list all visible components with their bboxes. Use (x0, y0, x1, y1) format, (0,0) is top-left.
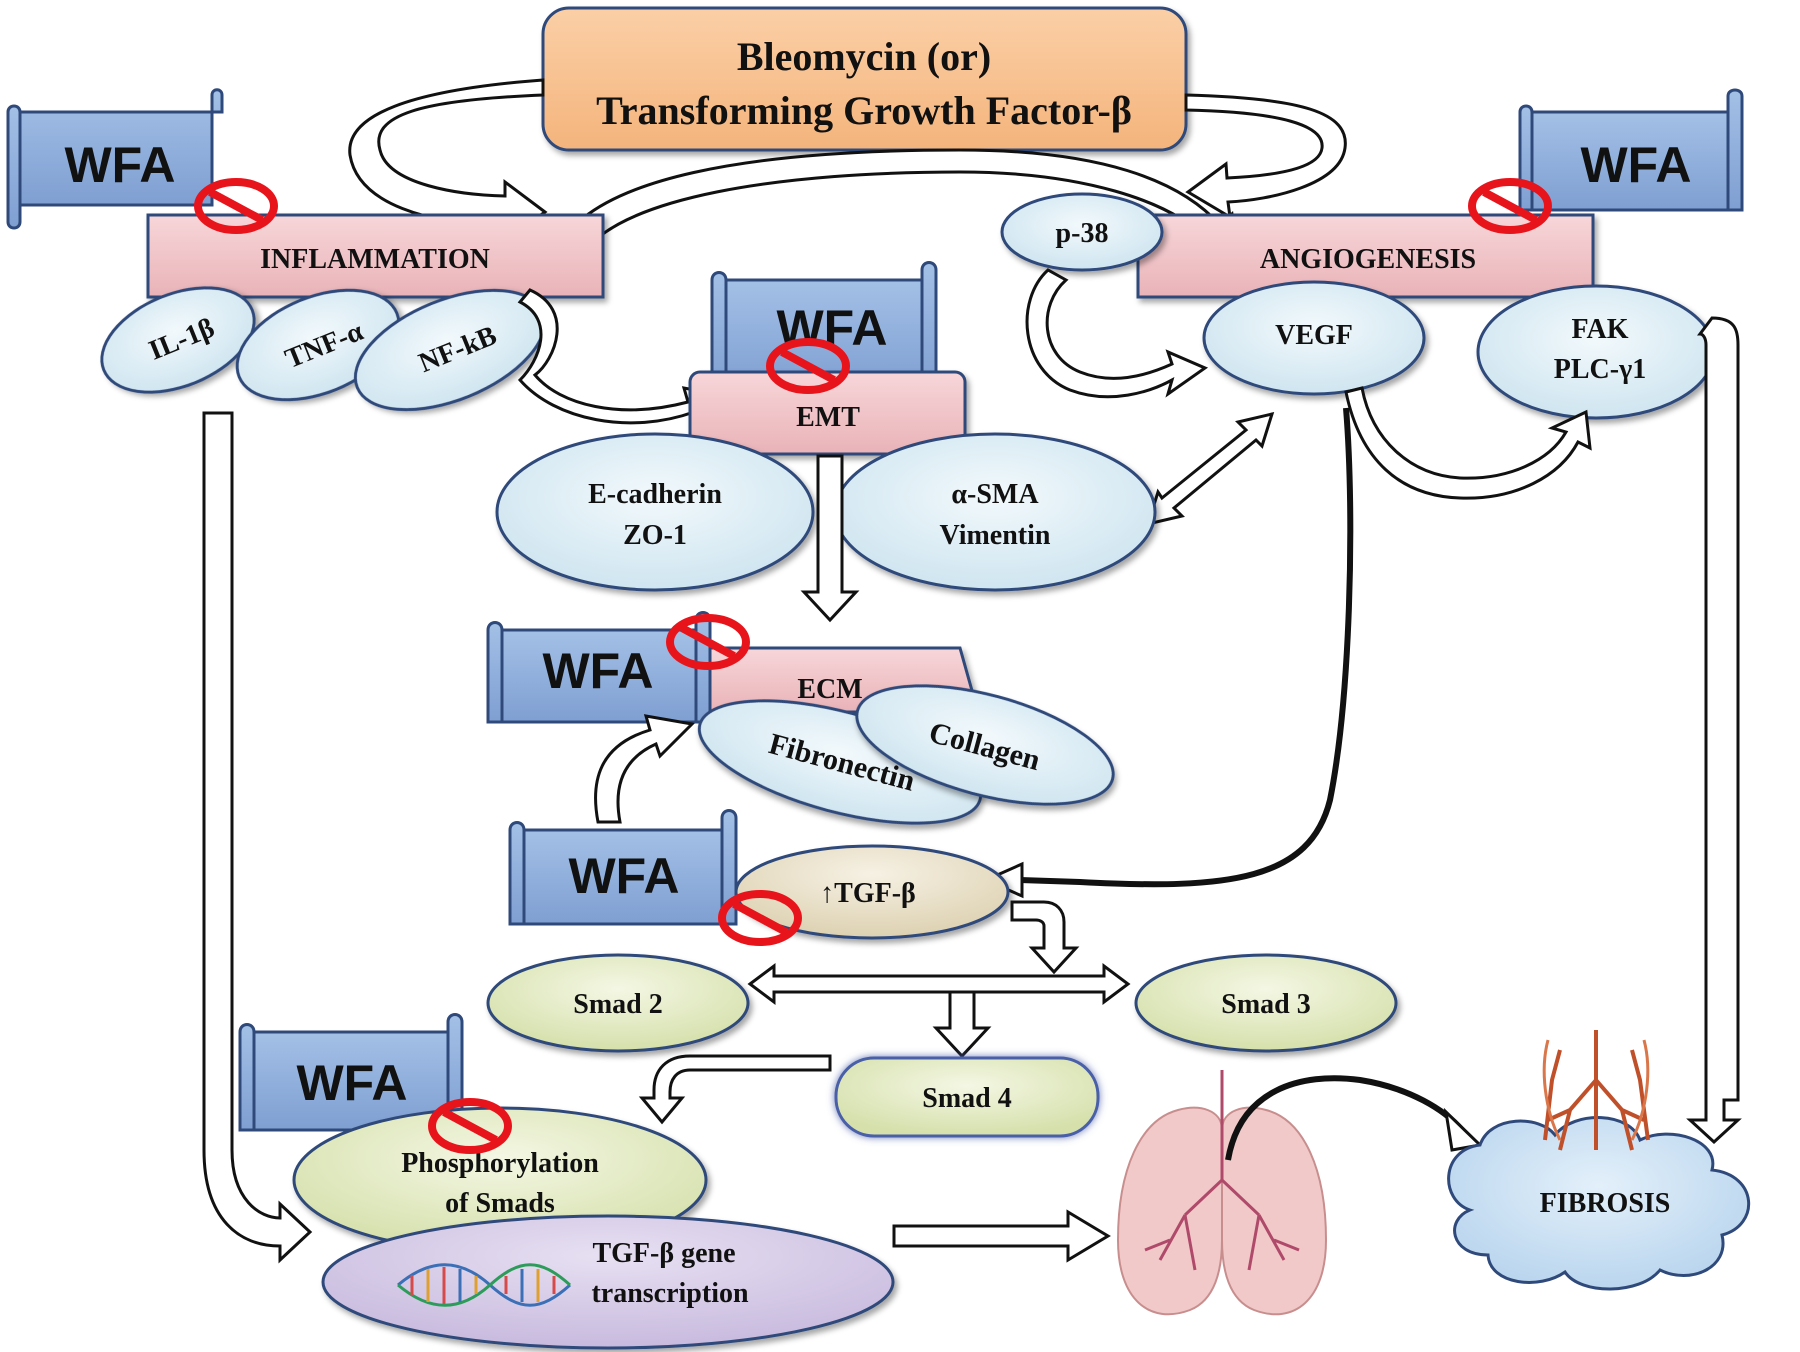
p38-label: p-38 (1056, 218, 1109, 249)
vegf-label: VEGF (1275, 320, 1353, 351)
emt-title: EMT (796, 402, 860, 433)
wfa-label: WFA (296, 1055, 407, 1111)
phospho-line-2: of Smads (445, 1188, 555, 1219)
inhibit-icon (718, 890, 802, 946)
inhibit-icon (194, 178, 278, 234)
mesenchymal-markers-oval: α-SMA Vimentin (833, 432, 1157, 592)
wfa-label: WFA (1580, 137, 1691, 193)
collagen-oval: Collagen (855, 684, 1115, 806)
inhibit-icon (428, 1098, 512, 1154)
nfkb-oval: NF-kB (353, 288, 547, 412)
tgf-to-smad-arrow (1010, 900, 1080, 975)
zo1-label: ZO-1 (623, 520, 687, 551)
vegf-to-fak-arrow (1344, 386, 1592, 500)
inflammation-to-emt-arrow (517, 288, 719, 425)
lungs-icon (1116, 1070, 1328, 1316)
transcription-line-1: TGF-β gene (592, 1238, 735, 1269)
vegf-oval: VEGF (1202, 280, 1426, 396)
fibrosis-label: FIBROSIS (1540, 1188, 1671, 1219)
smad2-label: Smad 2 (573, 989, 662, 1020)
wfa-scroll-angiogenesis: WFA (1518, 88, 1744, 212)
fibrotic-lung-icon (1542, 1030, 1650, 1151)
fibrosis-cloud: FIBROSIS (1447, 1116, 1750, 1291)
p38-to-vegf-arrow (1025, 268, 1209, 399)
fak-to-fibrosis-arrow (1686, 316, 1742, 1145)
smad4-to-phospho-arrow (638, 1054, 832, 1125)
to-smad4-arrow (932, 990, 992, 1059)
dna-icon (397, 1263, 572, 1307)
phospho-line-1: Phosphorylation (401, 1148, 599, 1179)
inflammation-to-transcription-arrow (202, 411, 313, 1264)
transcription-to-lungs-arrow (892, 1209, 1111, 1263)
plc-label: PLC-γ1 (1554, 354, 1646, 385)
smad2-smad3-double-arrow (747, 963, 1131, 1005)
wfa-label: WFA (542, 643, 653, 699)
source-line-1: Bleomycin (or) (737, 34, 991, 79)
fak-plc-oval: FAK PLC-γ1 (1476, 284, 1716, 420)
transcription-line-2: transcription (591, 1278, 749, 1309)
lungs-to-fibrosis-arrow (1225, 1075, 1484, 1161)
ecadherin-label: E-cadherin (588, 479, 722, 510)
inflammation-title: INFLAMMATION (260, 244, 490, 275)
transcription-oval: TGF-β gene transcription (321, 1214, 895, 1350)
wfa-label: WFA (568, 848, 679, 904)
wfa-scroll-inflammation: WFA (6, 88, 224, 230)
il1b-oval: IL-1β (100, 286, 256, 394)
ecm-title: ECM (797, 674, 862, 705)
source-line-2: Transforming Growth Factor-β (596, 88, 1132, 133)
vimentin-label: Vimentin (940, 520, 1051, 551)
tgf-label: ↑TGF-β (820, 878, 916, 909)
wfa-scroll-tgf: WFA (508, 809, 738, 926)
tgf-to-ecm-arrow (594, 714, 696, 824)
smad2-oval: Smad 2 (486, 953, 750, 1053)
p38-oval: p-38 (1000, 192, 1164, 272)
angiogenesis-block: ANGIOGENESIS (1136, 213, 1595, 299)
emt-to-ecm-arrow (800, 454, 860, 623)
inhibit-icon (1468, 178, 1552, 234)
smad3-label: Smad 3 (1221, 989, 1310, 1020)
inhibit-icon (766, 338, 850, 394)
emt-block: EMT (688, 370, 967, 456)
source-box: Bleomycin (or) Transforming Growth Facto… (541, 6, 1188, 152)
angiogenesis-title: ANGIOGENESIS (1260, 244, 1476, 275)
wfa-label: WFA (64, 137, 175, 193)
tgf-oval: ↑TGF-β (734, 844, 1010, 940)
vegf-asma-double-arrow (1145, 411, 1275, 527)
inhibit-icon (666, 614, 750, 670)
smad3-oval: Smad 3 (1134, 953, 1398, 1053)
fibronectin-oval: Fibronectin (697, 699, 983, 825)
asma-label: α-SMA (951, 479, 1039, 510)
smad4-label: Smad 4 (922, 1083, 1011, 1114)
smad4-box: Smad 4 (834, 1056, 1100, 1138)
source-to-angiogenesis-arrow (1184, 93, 1347, 220)
epithelial-markers-oval: E-cadherin ZO-1 (495, 432, 815, 592)
wfa-scroll-phospho: WFA (238, 1013, 464, 1132)
fak-label: FAK (1571, 314, 1628, 345)
